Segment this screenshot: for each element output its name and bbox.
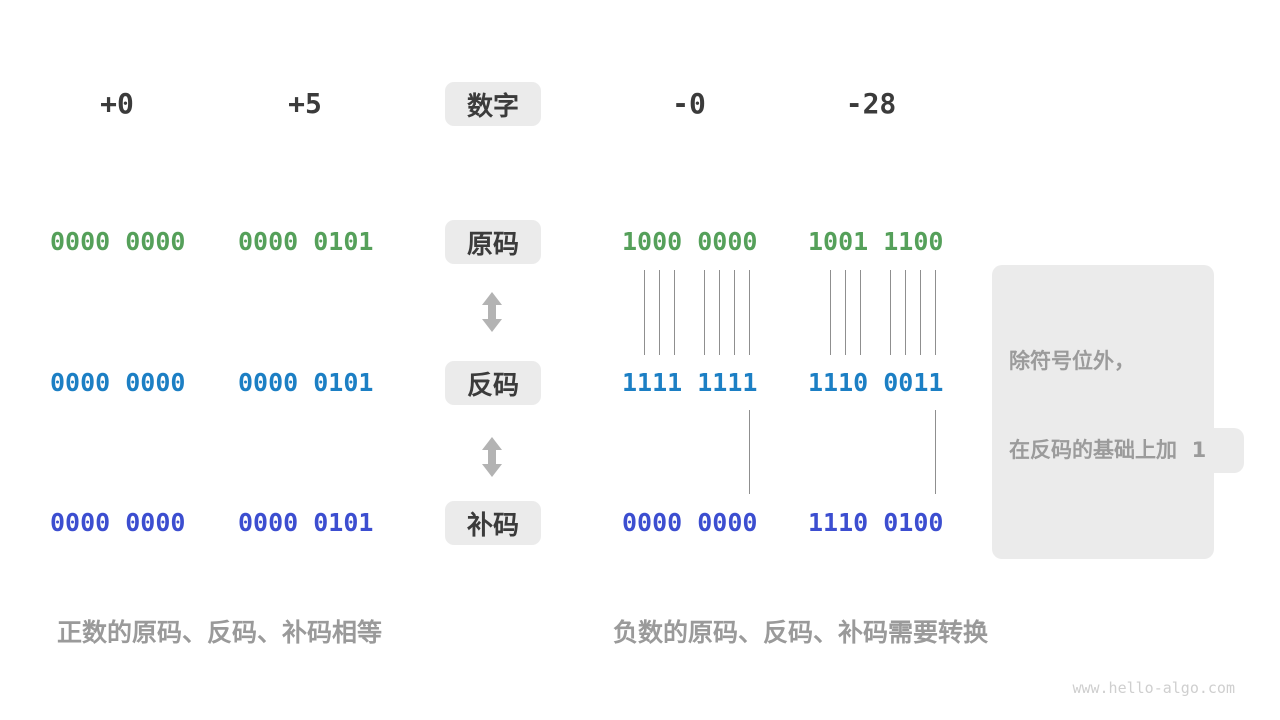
twos-complement-minus0: 0000 0000 <box>622 508 758 537</box>
bit-tick-line <box>845 270 846 355</box>
header-label-minus0: -0 <box>672 87 706 120</box>
watermark: www.hello-algo.com <box>1072 679 1235 697</box>
add-one-tick-lines <box>0 410 1280 494</box>
bit-tick-line <box>659 270 660 355</box>
ones-complement-plus5: 0000 0101 <box>238 368 374 397</box>
sign-magnitude-plus5: 0000 0101 <box>238 227 374 256</box>
bit-tick-line <box>860 270 861 355</box>
badge-sign-magnitude: 原码 <box>445 220 541 264</box>
bit-tick-line <box>905 270 906 355</box>
bit-tick-line <box>935 270 936 355</box>
add-one-note: 在反码的基础上加 1 <box>992 428 1244 473</box>
badge-ones-complement: 反码 <box>445 361 541 405</box>
sign-magnitude-minus28: 1001 1100 <box>808 227 944 256</box>
bit-tick-line <box>749 270 750 355</box>
header-label-plus5: +5 <box>288 87 322 120</box>
bit-tick-line <box>830 270 831 355</box>
header-label-minus28: -28 <box>845 87 897 120</box>
badge-number: 数字 <box>445 82 541 126</box>
invert-note-line1: 除符号位外， <box>1009 349 1135 373</box>
header-label-plus0: +0 <box>100 87 134 120</box>
invert-bits-tick-lines <box>0 270 1280 355</box>
up-down-arrow-icon <box>482 437 502 477</box>
sign-magnitude-plus0: 0000 0000 <box>50 227 186 256</box>
twos-complement-minus28: 1110 0100 <box>808 508 944 537</box>
bit-tick-line <box>749 410 750 494</box>
bit-tick-line <box>734 270 735 355</box>
bit-tick-line <box>935 410 936 494</box>
ones-complement-plus0: 0000 0000 <box>50 368 186 397</box>
caption-negative: 负数的原码、反码、补码需要转换 <box>613 618 989 647</box>
bit-tick-line <box>644 270 645 355</box>
bit-tick-line <box>719 270 720 355</box>
ones-complement-minus28: 1110 0011 <box>808 368 944 397</box>
ones-complement-minus0: 1111 1111 <box>622 368 758 397</box>
bit-tick-line <box>890 270 891 355</box>
caption-positive: 正数的原码、反码、补码相等 <box>57 618 383 647</box>
twos-complement-plus0: 0000 0000 <box>50 508 186 537</box>
bit-tick-line <box>674 270 675 355</box>
twos-complement-plus5: 0000 0101 <box>238 508 374 537</box>
up-down-arrow-icon <box>482 292 502 332</box>
sign-magnitude-minus0: 1000 0000 <box>622 227 758 256</box>
bit-tick-line <box>704 270 705 355</box>
bit-tick-line <box>920 270 921 355</box>
badge-twos-complement: 补码 <box>445 501 541 545</box>
